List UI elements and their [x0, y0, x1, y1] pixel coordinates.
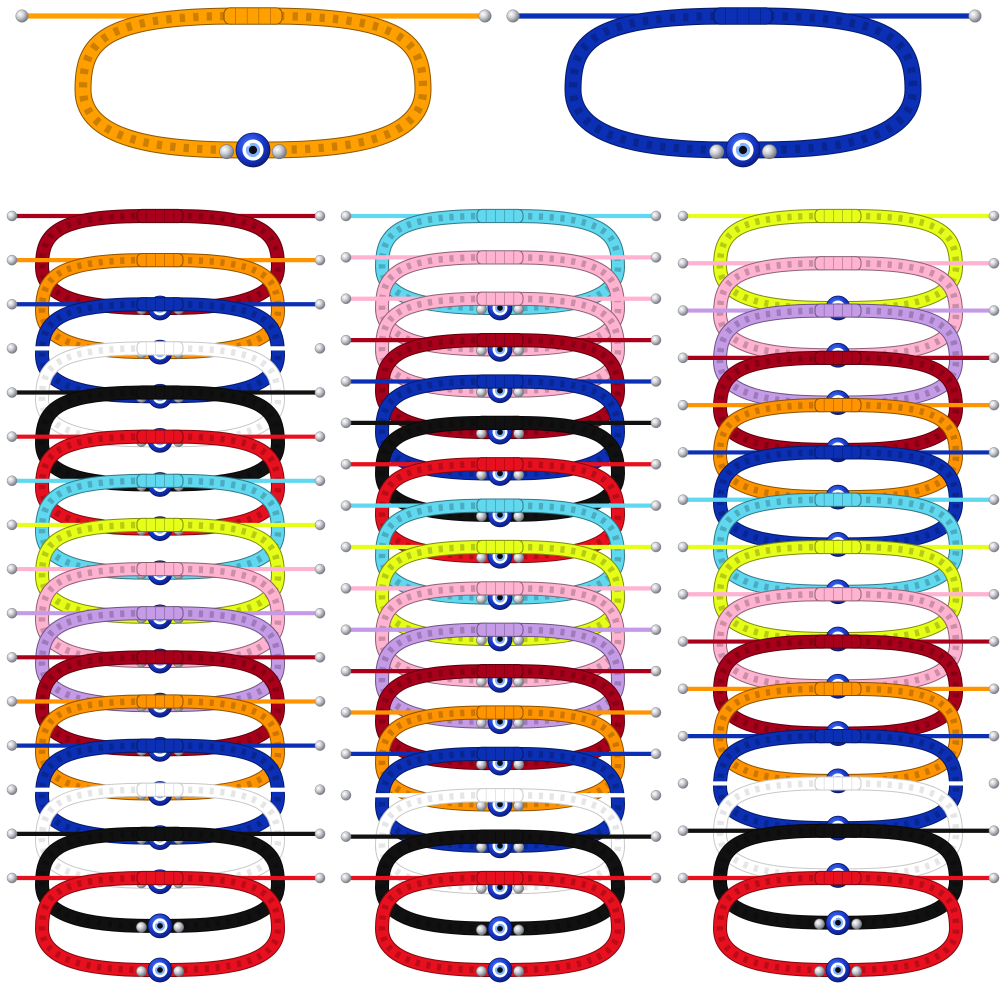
- bracelet-column: [340, 208, 662, 983]
- bracelet: [6, 826, 326, 939]
- bracelet: [340, 870, 662, 983]
- bracelet: [340, 829, 662, 942]
- bracelet: [340, 581, 662, 693]
- bracelet: [340, 498, 662, 611]
- bracelet: [340, 208, 662, 321]
- bracelet: [677, 870, 1000, 983]
- bracelet: [506, 7, 982, 168]
- bracelet: [6, 870, 326, 983]
- bracelet: [340, 746, 662, 859]
- bracelet: [15, 7, 492, 168]
- bracelet: [340, 539, 662, 652]
- bracelet-column: [677, 208, 1000, 983]
- bracelet: [6, 341, 326, 453]
- bracelet: [340, 291, 662, 404]
- bracelet: [677, 823, 1000, 936]
- featured-bracelets: [15, 7, 982, 168]
- bracelet: [340, 457, 662, 569]
- bracelet-grid: [6, 208, 1000, 983]
- bracelet: [340, 333, 662, 445]
- bracelet: [340, 374, 662, 486]
- bracelet-column: [6, 208, 326, 983]
